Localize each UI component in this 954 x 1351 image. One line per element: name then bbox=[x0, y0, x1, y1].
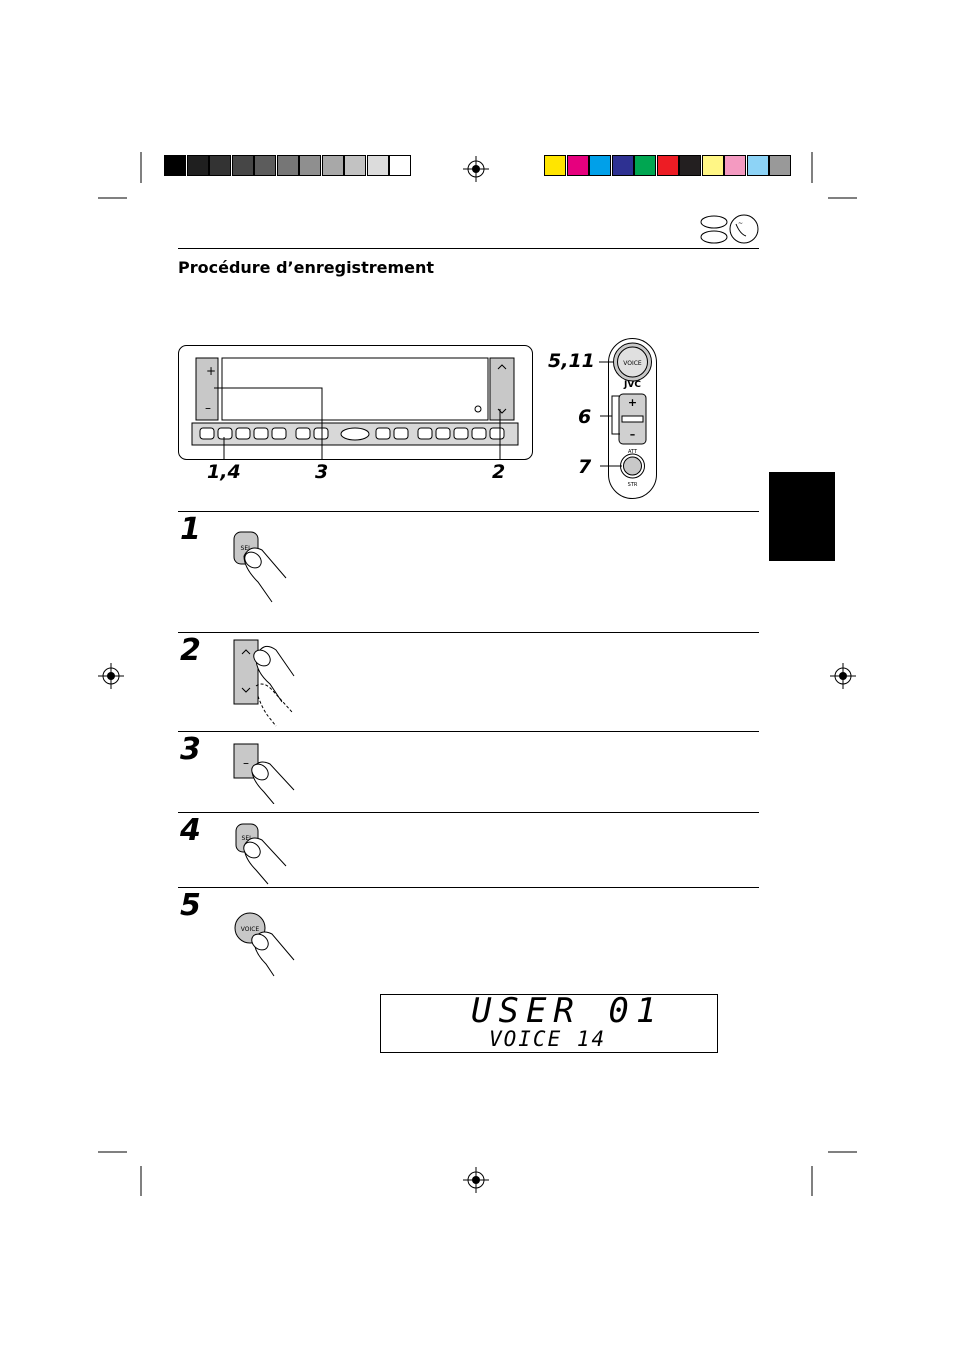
up-down-button-press-icon bbox=[233, 639, 295, 727]
color-swatch bbox=[679, 155, 701, 176]
svg-text:SEL: SEL bbox=[242, 835, 254, 842]
gray-swatch bbox=[321, 155, 344, 176]
page-title: Procédure d’enregistrement bbox=[178, 258, 435, 277]
stereo-panel-illustration: + – bbox=[178, 345, 533, 460]
step-divider bbox=[178, 632, 759, 633]
registration-target-icon bbox=[98, 663, 124, 689]
step-divider bbox=[178, 812, 759, 813]
svg-text:VOICE: VOICE bbox=[241, 926, 260, 933]
gray-swatch bbox=[186, 155, 209, 176]
svg-text:SEL: SEL bbox=[241, 545, 253, 552]
header-rule bbox=[178, 248, 759, 249]
color-swatch bbox=[589, 155, 611, 176]
callout-label: 1,4 bbox=[207, 461, 241, 483]
lcd-display: USER 01 VOICE 14 bbox=[380, 991, 718, 1053]
gray-swatch bbox=[254, 155, 276, 176]
gray-swatch bbox=[164, 155, 186, 176]
callout-label: 3 bbox=[315, 461, 329, 483]
step-number: 2 bbox=[180, 633, 201, 668]
color-swatch bbox=[701, 155, 724, 176]
sel-button-press-icon: SEL bbox=[233, 531, 287, 603]
color-swatch bbox=[746, 155, 769, 176]
gray-swatch bbox=[366, 155, 389, 176]
gray-swatch bbox=[299, 155, 321, 176]
color-swatch bbox=[611, 155, 634, 176]
step-number: 3 bbox=[180, 732, 201, 767]
svg-text:–: – bbox=[205, 401, 211, 415]
step-divider bbox=[178, 731, 759, 732]
voice-button-press-icon: VOICE bbox=[234, 912, 295, 977]
step-divider bbox=[178, 887, 759, 888]
remote-control-illustration: VOICE JVC + – ATT STR bbox=[599, 338, 657, 499]
lcd-line-2: VOICE 14 bbox=[489, 1027, 607, 1051]
gray-swatch bbox=[344, 155, 366, 176]
lcd-line-1: USER 01 bbox=[471, 991, 664, 1031]
svg-text:–: – bbox=[630, 428, 636, 441]
gray-swatch bbox=[209, 155, 231, 176]
step-number: 4 bbox=[180, 813, 201, 848]
language-indicator-icon: ~ bbox=[700, 214, 759, 244]
svg-text:STR: STR bbox=[628, 482, 638, 488]
color-swatch bbox=[544, 155, 566, 176]
sel-button-press-icon: SEL bbox=[235, 823, 287, 885]
svg-text:VOICE: VOICE bbox=[623, 360, 642, 367]
registration-target-icon bbox=[830, 663, 856, 689]
svg-text:+: + bbox=[206, 364, 216, 378]
registration-target-icon bbox=[463, 156, 489, 182]
callout-label: 2 bbox=[492, 461, 506, 483]
callout-label: 6 bbox=[578, 406, 592, 428]
callout-label: 7 bbox=[578, 456, 592, 478]
svg-text:–: – bbox=[243, 756, 249, 770]
gray-swatch bbox=[389, 155, 411, 176]
svg-text:JVC: JVC bbox=[623, 380, 641, 390]
color-swatch bbox=[656, 155, 679, 176]
step-divider bbox=[178, 511, 759, 512]
svg-text:+: + bbox=[628, 396, 637, 409]
svg-text:ATT: ATT bbox=[628, 449, 638, 455]
step-number: 1 bbox=[180, 512, 201, 547]
gray-swatch bbox=[276, 155, 299, 176]
language-tab bbox=[769, 472, 835, 561]
color-swatch bbox=[566, 155, 589, 176]
step-number: 5 bbox=[180, 888, 201, 923]
registration-target-icon bbox=[463, 1167, 489, 1193]
gray-swatch bbox=[231, 155, 254, 176]
color-swatch bbox=[769, 155, 791, 176]
color-swatch bbox=[634, 155, 656, 176]
svg-text:~: ~ bbox=[738, 220, 743, 227]
callout-label: 5,11 bbox=[548, 350, 595, 372]
minus-button-press-icon: – bbox=[233, 743, 295, 804]
color-swatch bbox=[724, 155, 746, 176]
